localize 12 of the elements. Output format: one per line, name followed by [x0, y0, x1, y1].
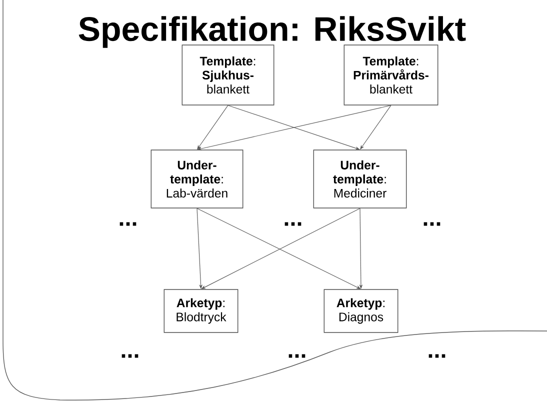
ellipsis: ... — [120, 222, 136, 226]
box: Arketyp: Blodtryck — [164, 289, 238, 333]
box: Under- template: Lab-värden — [150, 150, 244, 208]
box: Template: Sjukhus- blankett — [182, 44, 274, 106]
ellipsis: ... — [424, 222, 440, 226]
box: Template: Primärvårds- blankett — [344, 44, 438, 106]
ellipsis: ... — [122, 354, 138, 358]
ellipsis: ... — [288, 354, 306, 358]
box: Arketyp: Diagnos — [324, 289, 398, 333]
ellipsis: ... — [284, 222, 302, 226]
ellipsis: ... — [428, 354, 446, 358]
box: Under- template: Mediciner — [313, 150, 407, 208]
